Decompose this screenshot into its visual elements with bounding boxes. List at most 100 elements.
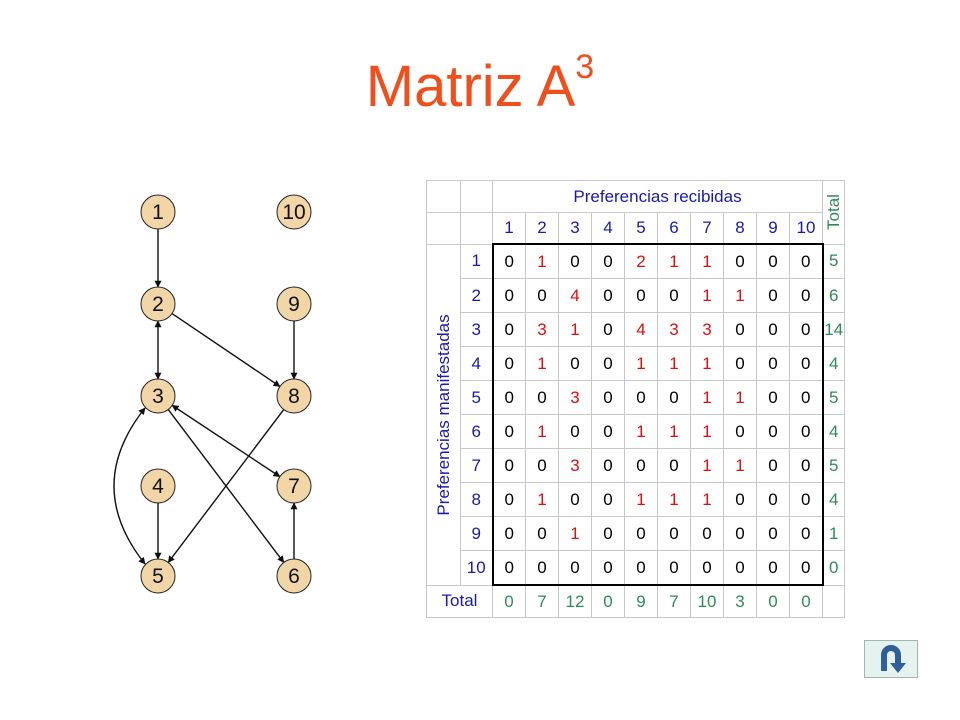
- cell-4-8: 0: [723, 346, 757, 381]
- edge-8-5: [167, 409, 285, 563]
- cell-2-6: 0: [657, 278, 691, 313]
- cell-10-10: 0: [789, 550, 824, 586]
- cell-9-3: 1: [558, 516, 592, 551]
- node-1: 1: [140, 194, 176, 230]
- cell-5-6: 0: [657, 380, 691, 415]
- row-total-6: 4: [822, 414, 845, 449]
- cell-2-9: 0: [756, 278, 790, 313]
- row-label-4: 4: [460, 346, 493, 381]
- cell-8-3: 0: [558, 482, 592, 517]
- row-label-5: 5: [460, 380, 493, 415]
- cell-3-6: 3: [657, 312, 691, 347]
- col-total-9: 0: [756, 584, 790, 618]
- cell-6-1: 0: [491, 414, 526, 449]
- cell-7-9: 0: [756, 448, 790, 483]
- node-7-label: 7: [288, 475, 300, 498]
- col-label-5: 5: [624, 212, 658, 245]
- cell-7-7: 1: [690, 448, 724, 483]
- cell-3-1: 0: [491, 312, 526, 347]
- corner-cell: [460, 180, 493, 213]
- col-total-1: 0: [492, 584, 526, 618]
- node-2-label: 2: [152, 293, 164, 316]
- cell-2-7: 1: [690, 278, 724, 313]
- edge-5-3: [113, 407, 146, 565]
- node-5-circle: [140, 558, 176, 594]
- cell-10-8: 0: [723, 550, 757, 586]
- node-3-circle: [140, 378, 176, 414]
- slide-title: Matriz A3: [0, 50, 960, 122]
- cell-1-8: 0: [723, 243, 757, 279]
- node-2-circle: [140, 286, 176, 322]
- cell-7-5: 0: [624, 448, 658, 483]
- col-total-2: 7: [525, 584, 559, 618]
- cell-4-1: 0: [491, 346, 526, 381]
- row-total-8: 4: [822, 482, 845, 517]
- col-label-8: 8: [723, 212, 757, 245]
- cell-4-9: 0: [756, 346, 790, 381]
- edge-2-8: [171, 312, 281, 388]
- cell-2-1: 0: [491, 278, 526, 313]
- row-total-4: 4: [822, 346, 845, 381]
- row-total-1: 5: [822, 243, 845, 279]
- total-header-text: Total: [823, 194, 843, 231]
- node-1-circle: [140, 194, 176, 230]
- cell-9-7: 0: [690, 516, 724, 551]
- col-total-5: 9: [624, 584, 658, 618]
- row-label-6: 6: [460, 414, 493, 449]
- cell-7-10: 0: [789, 448, 824, 483]
- col-label-9: 9: [756, 212, 790, 245]
- cell-1-4: 0: [591, 243, 625, 279]
- col-label-3: 3: [558, 212, 592, 245]
- cell-10-9: 0: [756, 550, 790, 586]
- row-total-2: 6: [822, 278, 845, 313]
- node-4-label: 4: [152, 475, 164, 498]
- cell-3-3: 1: [558, 312, 592, 347]
- col-header-text: Preferencias recibidas: [573, 186, 742, 206]
- row-label-3: 3: [460, 312, 493, 347]
- node-6-circle: [276, 558, 312, 594]
- cell-8-8: 0: [723, 482, 757, 517]
- node-4-circle: [140, 468, 176, 504]
- cell-7-1: 0: [491, 448, 526, 483]
- cell-7-4: 0: [591, 448, 625, 483]
- row-header-text: Preferencias manifestadas: [433, 313, 453, 516]
- col-total-6: 7: [657, 584, 691, 618]
- cell-9-6: 0: [657, 516, 691, 551]
- cell-8-2: 1: [525, 482, 559, 517]
- cell-9-4: 0: [591, 516, 625, 551]
- row-label-2: 2: [460, 278, 493, 313]
- cell-9-8: 0: [723, 516, 757, 551]
- col-label-7: 7: [690, 212, 724, 245]
- cell-6-4: 0: [591, 414, 625, 449]
- cell-4-7: 1: [690, 346, 724, 381]
- cell-6-10: 0: [789, 414, 824, 449]
- return-button[interactable]: [864, 640, 918, 678]
- col-total-4: 0: [591, 584, 625, 618]
- col-header-cell: Preferencias recibidas: [492, 180, 823, 213]
- cell-10-4: 0: [591, 550, 625, 586]
- row-total-7: 5: [822, 448, 845, 483]
- cell-5-10: 0: [789, 380, 824, 415]
- row-label-8: 8: [460, 482, 493, 517]
- cell-1-2: 1: [525, 243, 559, 279]
- cell-2-8: 1: [723, 278, 757, 313]
- cell-1-3: 0: [558, 243, 592, 279]
- cell-8-10: 0: [789, 482, 824, 517]
- row-label-7: 7: [460, 448, 493, 483]
- cell-5-1: 0: [491, 380, 526, 415]
- cell-6-7: 1: [690, 414, 724, 449]
- cell-5-8: 1: [723, 380, 757, 415]
- slide-title-exponent: 3: [575, 48, 595, 86]
- cell-2-3: 4: [558, 278, 592, 313]
- cell-9-10: 0: [789, 516, 824, 551]
- cell-3-8: 0: [723, 312, 757, 347]
- cell-4-5: 1: [624, 346, 658, 381]
- node-3: 3: [140, 378, 176, 414]
- cell-8-9: 0: [756, 482, 790, 517]
